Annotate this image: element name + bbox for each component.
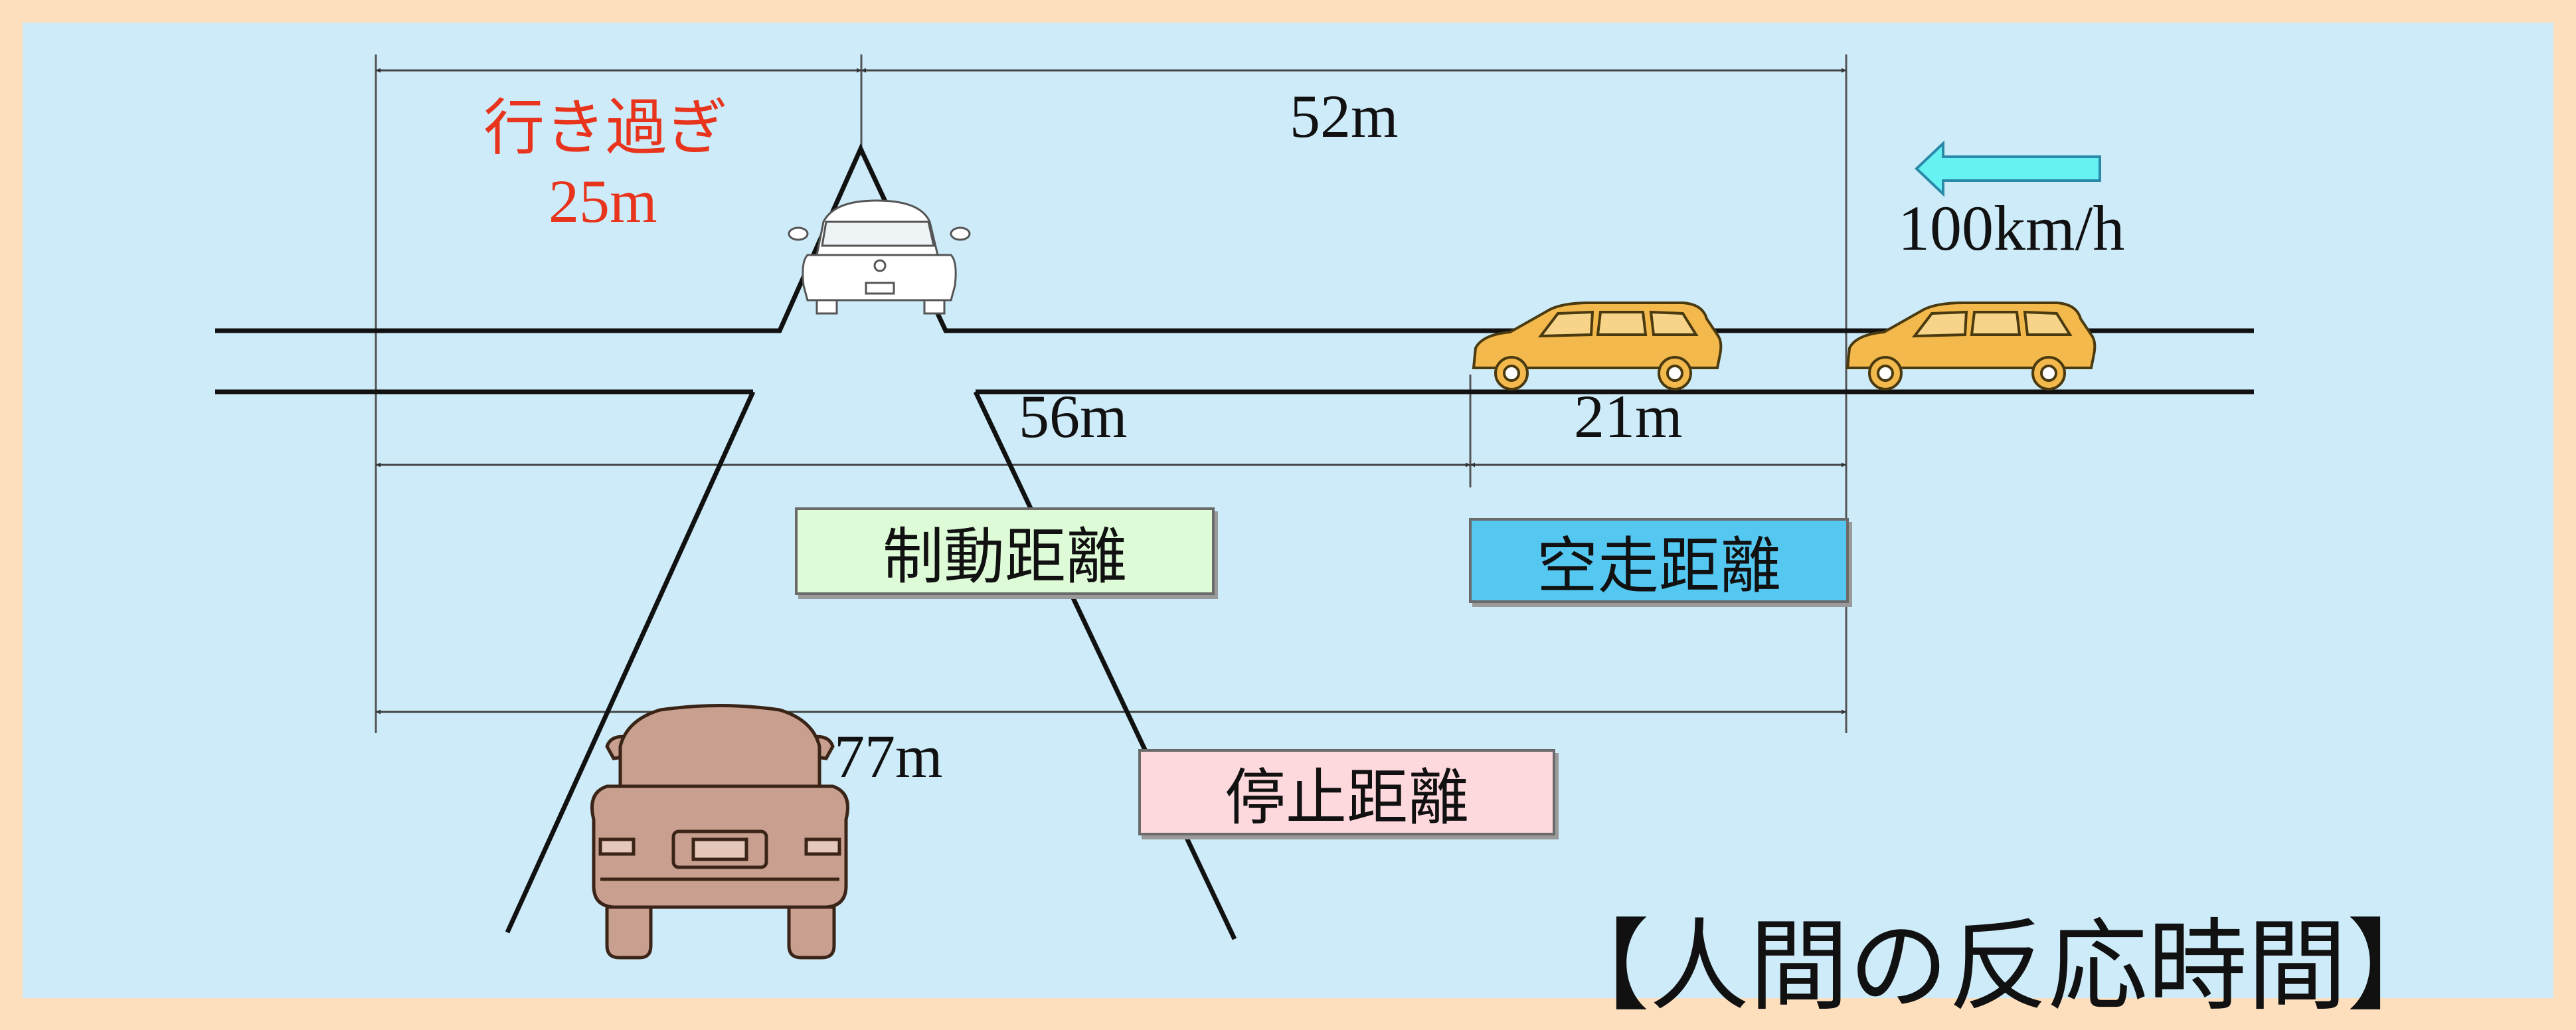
caption-title: 【人間の反応時間】: [1550, 909, 2447, 1025]
braking-distance-box: 制動距離: [795, 507, 1215, 595]
main-road-upper-edge: [215, 143, 2254, 333]
overshoot-label: 行き過ぎ: [483, 92, 729, 163]
brown-car-icon: [590, 704, 849, 960]
braking-distance-value: 56m: [1019, 383, 1128, 450]
stopping-distance-value: 77m: [834, 723, 943, 790]
idle-distance-value: 21m: [1574, 383, 1683, 450]
side-road-left-edge: [505, 390, 756, 934]
diagram-canvas: 行き過ぎ 25m 52m 100km/h 56m 21m 77m 制動距離 空走…: [23, 23, 2553, 1025]
roads: [215, 143, 2254, 940]
road-diagram: [215, 54, 2254, 960]
idle-distance-box: 空走距離: [1469, 518, 1849, 603]
white-car-icon: [788, 199, 971, 315]
stopping-distance-box: 停止距離: [1138, 749, 1555, 835]
dimension-arrows: [376, 68, 1846, 715]
side-road-right-edge: [973, 390, 1237, 940]
overshoot-distance: 25m: [549, 167, 657, 235]
left-arrow-icon: [1915, 140, 2101, 197]
distance-52m-label: 52m: [1290, 82, 1399, 150]
speed-label: 100km/h: [1898, 193, 2125, 264]
yellow-car-brake-point-icon: [1472, 301, 1723, 390]
yellow-car-start-point-icon: [1846, 301, 2097, 390]
